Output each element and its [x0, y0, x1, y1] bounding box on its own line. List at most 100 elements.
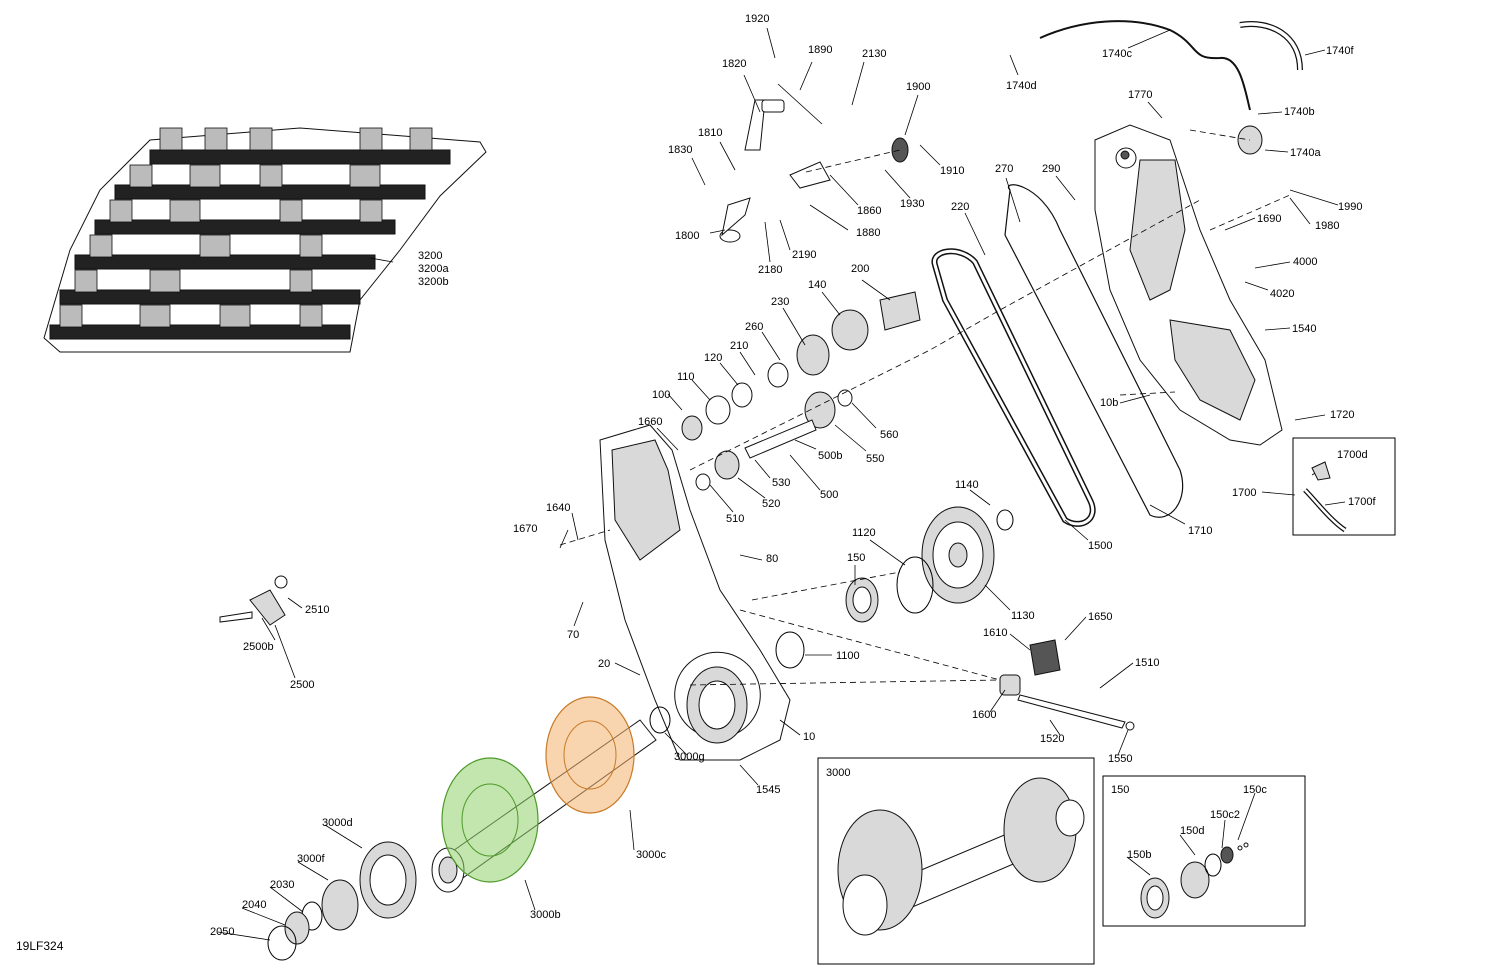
- snap-ring-1140: [996, 509, 1014, 531]
- part-label: 210: [730, 340, 748, 352]
- part-label: 220: [951, 201, 969, 213]
- part-label: 140: [808, 279, 826, 291]
- part-label: 1910: [940, 165, 964, 177]
- bearing-housing-3000d: [359, 841, 417, 919]
- part-label: 1120: [852, 527, 876, 539]
- part-label: 1720: [1330, 409, 1354, 421]
- part-label: 1600: [972, 709, 996, 721]
- part-label: 3000g: [674, 751, 705, 763]
- part-label: 1700f: [1348, 496, 1376, 508]
- part-label: 1980: [1315, 220, 1339, 232]
- part-label: 1545: [756, 784, 780, 796]
- part-label: 1140: [955, 479, 979, 491]
- part-label: 120: [704, 352, 722, 364]
- part-label: 150b: [1127, 849, 1151, 861]
- part-label: 150: [847, 552, 865, 564]
- part-label: 2510: [305, 604, 329, 616]
- part-label: 1830: [668, 144, 692, 156]
- part-label: 2130: [862, 48, 886, 60]
- o-ring-3000g: [649, 706, 671, 734]
- inset-sprocket-label: 3000: [826, 767, 850, 779]
- part-label: 270: [995, 163, 1013, 175]
- lower-shaft-assembly: [695, 389, 853, 491]
- part-label: 2500b: [243, 641, 274, 653]
- tensioner: [999, 639, 1135, 731]
- part-label: 1700: [1232, 487, 1256, 499]
- part-label: 1610: [983, 627, 1007, 639]
- part-label: 1770: [1128, 89, 1152, 101]
- track-assembly: [43, 127, 487, 353]
- part-label: 2040: [242, 899, 266, 911]
- snap-ring-1120: [896, 556, 934, 614]
- part-label: 1130: [1011, 610, 1035, 622]
- bearing-150: [845, 577, 879, 623]
- part-label: 150d: [1180, 825, 1204, 837]
- sprocket-green-3000b: [441, 757, 539, 883]
- part-label: 550: [866, 453, 884, 465]
- part-label: 1520: [1040, 733, 1064, 745]
- part-label: 1740f: [1326, 45, 1354, 57]
- part-label: 200: [851, 263, 869, 275]
- inset-bearing-label: 150: [1111, 784, 1129, 796]
- part-label: 1740b: [1284, 106, 1315, 118]
- part-label: 3000c: [636, 849, 666, 861]
- gasket-o-ring: [1004, 184, 1184, 518]
- part-label: 1990: [1338, 201, 1362, 213]
- part-label: 1860: [857, 205, 881, 217]
- part-label: 1670: [513, 523, 537, 535]
- part-label: 3200b: [418, 276, 449, 288]
- part-label: 1920: [745, 13, 769, 25]
- part-label: 1740c: [1102, 48, 1132, 60]
- part-label: 1740a: [1290, 147, 1321, 159]
- part-label: 1510: [1135, 657, 1159, 669]
- part-label: 3000f: [297, 853, 325, 865]
- part-label: 260: [745, 321, 763, 333]
- leader-lines: [217, 27, 1346, 941]
- part-label: 1900: [906, 81, 930, 93]
- part-label: 2050: [210, 926, 234, 938]
- inset-clip-detail: [1292, 437, 1396, 536]
- part-label: 500b: [818, 450, 842, 462]
- part-label: 290: [1042, 163, 1060, 175]
- part-label: 100: [652, 389, 670, 401]
- seal-3000f: [321, 879, 359, 931]
- ring-2050: [267, 925, 297, 961]
- part-label: 1810: [698, 127, 722, 139]
- part-label: 4000: [1293, 256, 1317, 268]
- part-label: 1660: [638, 416, 662, 428]
- part-label: 1700d: [1337, 449, 1368, 461]
- part-label: 500: [820, 489, 838, 501]
- front-chaincase-cover: [599, 424, 791, 761]
- part-label: 1100: [836, 650, 860, 662]
- sprocket-orange-3000c: [545, 696, 635, 814]
- part-label: 4020: [1270, 288, 1294, 300]
- part-labels: 1920 1890 1820 2130 1810 1830 1900 1910 …: [210, 13, 1376, 938]
- part-label: 2180: [758, 264, 782, 276]
- part-label: 150c2: [1210, 809, 1240, 821]
- part-label: 520: [762, 498, 780, 510]
- large-gear-1130: [921, 506, 995, 604]
- part-label: 1880: [856, 227, 880, 239]
- part-label: 1540: [1292, 323, 1316, 335]
- part-label: 230: [771, 296, 789, 308]
- part-label: 3200: [418, 250, 442, 262]
- part-label: 560: [880, 429, 898, 441]
- part-label: 1500: [1088, 540, 1112, 552]
- part-label: 2030: [270, 879, 294, 891]
- part-label: 3200a: [418, 263, 449, 275]
- brake-line: [1039, 20, 1251, 111]
- part-label: 1800: [675, 230, 699, 242]
- part-label: 80: [766, 553, 778, 565]
- diagram-code: 19LF324: [16, 939, 64, 953]
- part-label: 1930: [900, 198, 924, 210]
- part-label: 3000d: [322, 817, 353, 829]
- part-label: 1820: [722, 58, 746, 70]
- part-label: 2500: [290, 679, 314, 691]
- bearing-2040: [284, 911, 310, 945]
- part-label: 20: [598, 658, 610, 670]
- inset-bearing-assembly: 150: [1102, 775, 1306, 927]
- seal-1100: [775, 631, 805, 669]
- part-label: 1650: [1088, 611, 1112, 623]
- part-label: 1890: [808, 44, 832, 56]
